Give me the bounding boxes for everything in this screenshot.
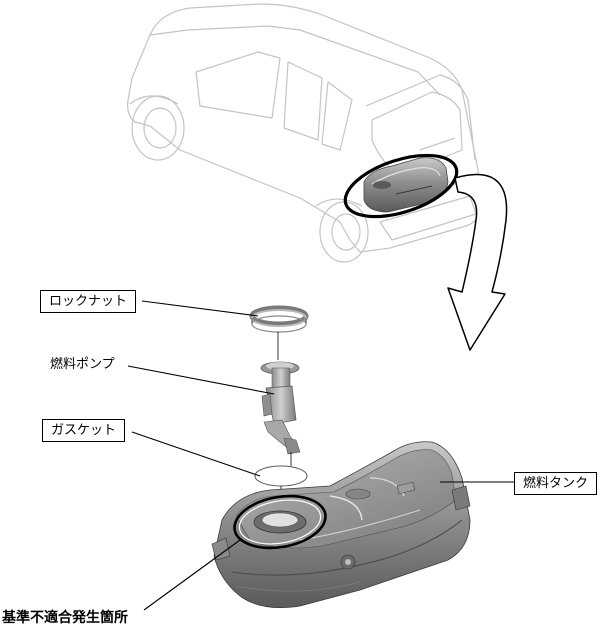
lock-nut-part: [249, 305, 309, 333]
small-fuel-tank: [363, 157, 449, 213]
tank-location-ellipse: [343, 153, 459, 219]
curved-arrow: [447, 173, 508, 351]
label-fuel-tank: 燃料タンク: [514, 472, 598, 495]
fuel-pump-part: [260, 361, 301, 455]
large-fuel-tank: [211, 441, 471, 608]
car-outline: [127, 3, 481, 263]
leader-lines: [127, 300, 514, 611]
label-defect-location: 基準不適合発生箇所: [2, 610, 128, 626]
label-fuel-pump: 燃料ポンプ: [50, 357, 115, 372]
gasket-part: [254, 465, 308, 487]
label-lock-nut: ロックナット: [40, 290, 137, 313]
label-gasket: ガスケット: [42, 419, 126, 442]
defect-highlight-ellipse: [233, 494, 327, 550]
